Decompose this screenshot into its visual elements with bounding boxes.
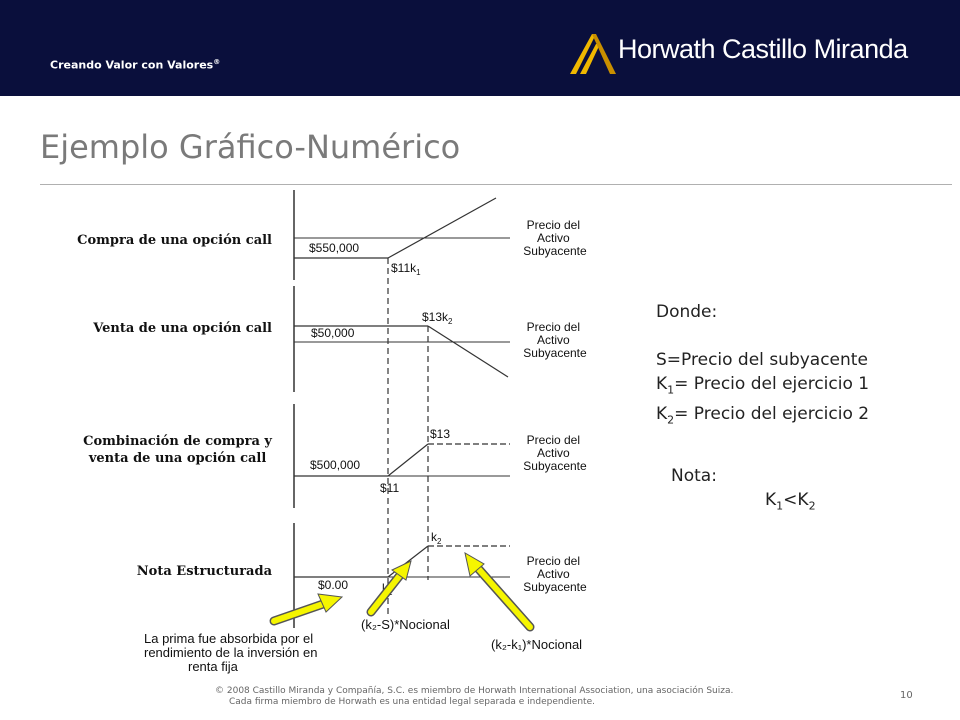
title-divider [40, 184, 952, 185]
panel-nota-estructurada: $0.00 k1 k2 Precio del Activo Subyacente [293, 523, 587, 628]
panel3-axis-label: Precio del Activo Subyacente [523, 433, 587, 473]
row-label-venta-call: Venta de una opción call [93, 321, 272, 336]
nocional-s-annotation: (k₂-S)*Nocional [361, 617, 450, 632]
nocional-k-annotation: (k₂-k₁)*Nocional [491, 637, 582, 652]
row-label-nota-estructurada: Nota Estructurada [136, 564, 272, 579]
row-label-combinacion: Combinación de compra y venta de una opc… [83, 434, 272, 466]
row-label-compra-call: Compra de una opción call [77, 233, 272, 248]
panel4-k2: k2 [431, 530, 442, 546]
panel3-strike-low: $11 [380, 481, 399, 495]
page-title: Ejemplo Gráfico-Numérico [40, 128, 461, 166]
s-definition: S=Precio del subyacente [656, 350, 868, 370]
k2-definition: K2= Precio del ejercicio 2 [656, 404, 870, 427]
panel4-value: $0.00 [318, 578, 348, 592]
panel1-strike: $11k1 [391, 261, 421, 277]
arrow-nocional-k [464, 552, 535, 632]
arrow-nocional-s [366, 560, 412, 617]
panel3-strike-high: $13 [430, 427, 450, 441]
tagline: Creando Valor con Valores® [50, 58, 221, 72]
nota-inequality: K1<K2 [765, 490, 816, 513]
horwath-logo-icon [570, 34, 616, 74]
panel1-value: $550,000 [309, 241, 359, 255]
nota-heading: Nota: [671, 466, 717, 486]
panel2-axis-label: Precio del Activo Subyacente [523, 320, 587, 360]
panel1-axis-label: Precio del Activo Subyacente [523, 218, 587, 258]
arrow-prima [269, 593, 344, 626]
panel-venta-call: $50,000 $13k2 Precio del Activo Subyacen… [293, 286, 587, 392]
brand-name: Horwath Castillo Miranda [618, 34, 908, 64]
panel2-value: $50,000 [311, 326, 355, 340]
panel-combinacion: $500,000 $13 $11 Precio del Activo Subya… [293, 404, 587, 508]
panel3-value: $500,000 [310, 458, 360, 472]
panel2-strike: $13k2 [422, 310, 453, 326]
footer-copyright: © 2008 Castillo Miranda y Compañía, S.C.… [215, 686, 734, 707]
donde-heading: Donde: [656, 302, 718, 322]
definitions-block: Donde: S=Precio del subyacente K1= Preci… [656, 300, 869, 433]
panel-compra-call: $550,000 $11k1 Precio del Activo Subyace… [293, 190, 587, 280]
header-bar: Creando Valor con Valores® Horwath Casti… [0, 0, 960, 96]
panel4-axis-label: Precio del Activo Subyacente [523, 554, 587, 594]
k1-definition: K1= Precio del ejercicio 1 [656, 374, 870, 397]
page-number: 10 [900, 690, 913, 701]
prima-annotation: La prima fue absorbida por el rendimient… [144, 631, 321, 674]
